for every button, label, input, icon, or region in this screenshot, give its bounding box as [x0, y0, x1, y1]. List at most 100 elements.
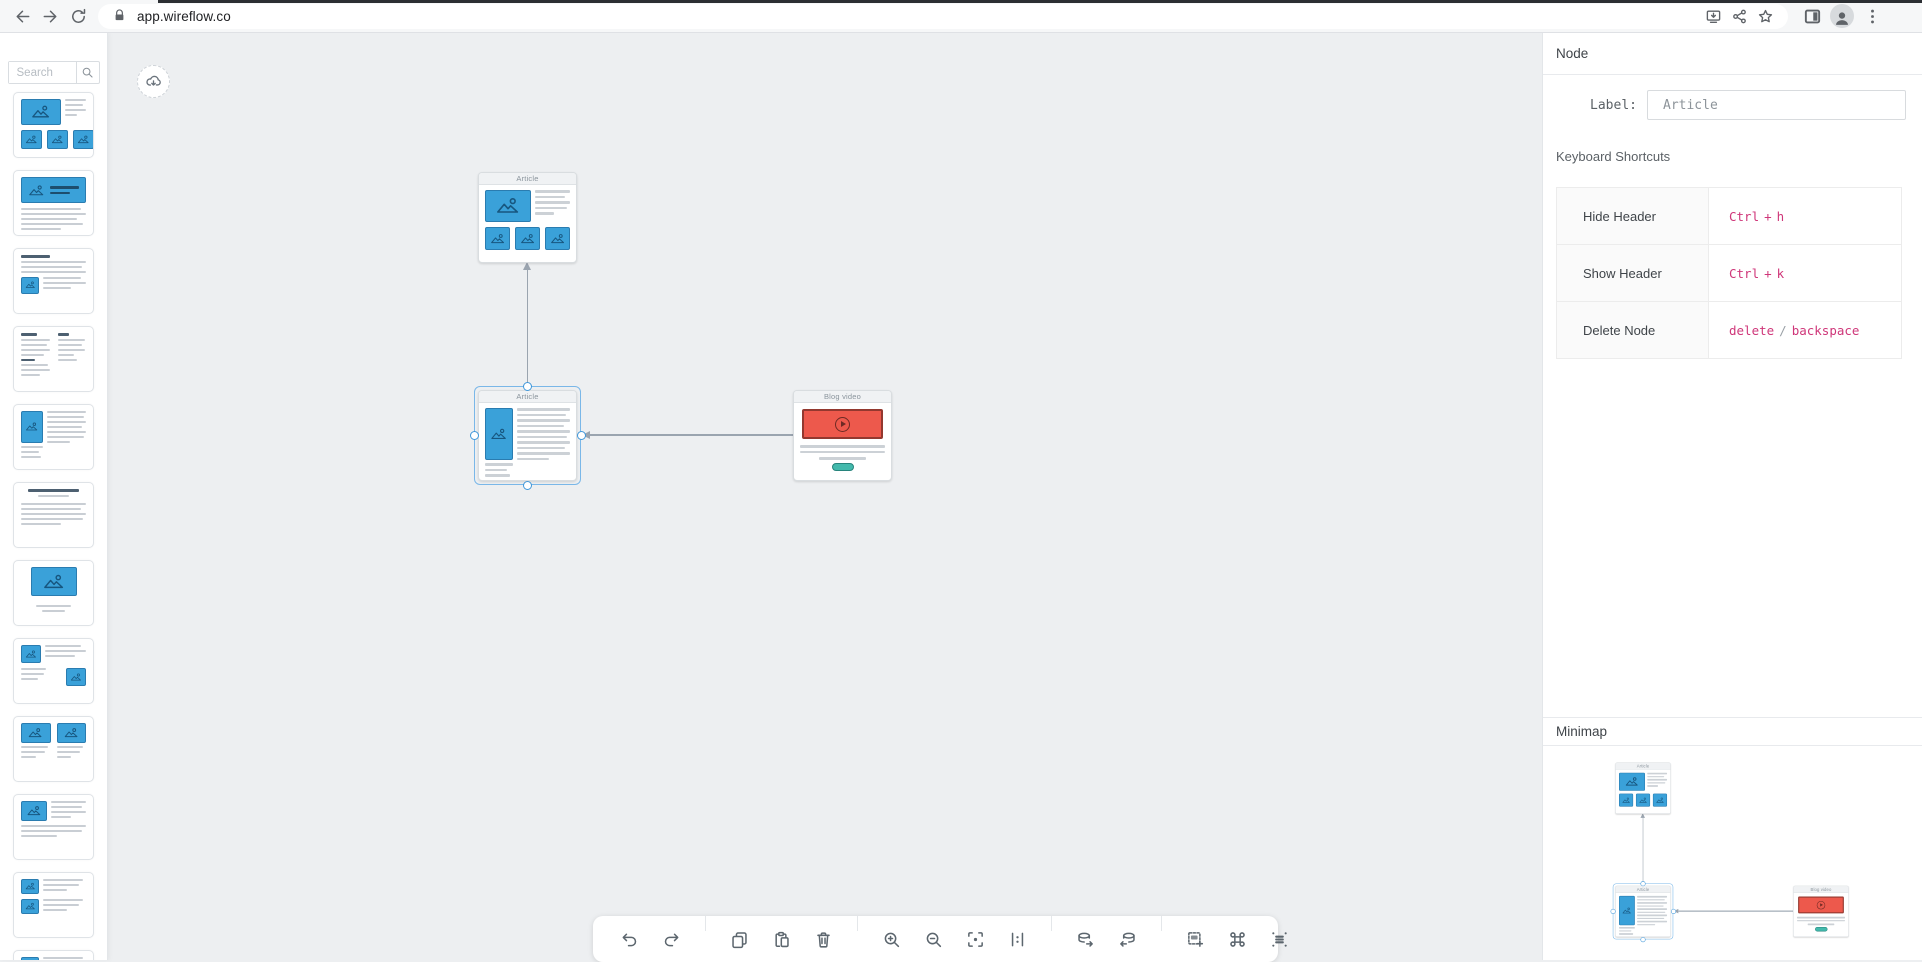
side-panel-icon[interactable]: [1798, 2, 1826, 30]
component-thumb-image-text-zigzag[interactable]: [13, 638, 94, 704]
component-thumb-image-caption[interactable]: [13, 560, 94, 626]
node-blog-video[interactable]: Blog video: [1793, 885, 1849, 938]
reload-button[interactable]: [64, 2, 92, 30]
export-button[interactable]: [1069, 923, 1102, 956]
node-article-top[interactable]: Article: [478, 172, 577, 263]
image-placeholder: [1619, 772, 1645, 791]
component-thumb-text-with-image[interactable]: [13, 248, 94, 314]
minimap[interactable]: Article Article: [1543, 746, 1922, 960]
button-placeholder: [831, 462, 854, 471]
node-body: [794, 403, 891, 476]
install-app-icon[interactable]: [1700, 3, 1726, 29]
node-article-selected[interactable]: Article: [469, 381, 586, 490]
node-label: Article: [1636, 886, 1650, 892]
bookmark-star-icon[interactable]: [1752, 3, 1778, 29]
label-field-row: Label:: [1543, 90, 1922, 121]
node-header[interactable]: Blog video: [794, 391, 891, 403]
image-placeholder: [485, 190, 531, 222]
node-header[interactable]: Article: [479, 391, 576, 403]
video-placeholder: [802, 409, 883, 439]
address-bar[interactable]: app.wireflow.co: [98, 3, 1788, 29]
node-handle-bottom[interactable]: [1640, 936, 1646, 942]
shortcut-action: Hide Header: [1557, 188, 1709, 244]
flow-canvas[interactable]: Article Article: [108, 33, 1542, 962]
component-thumb-centered-text[interactable]: [13, 482, 94, 548]
node-article-top[interactable]: Article: [1615, 762, 1671, 814]
zoom-out-button[interactable]: [917, 923, 950, 956]
node-body: [479, 403, 576, 482]
node-handle-right[interactable]: [576, 431, 586, 440]
component-thumb-media-text[interactable]: [13, 794, 94, 860]
image-placeholder: [1652, 793, 1668, 807]
profile-avatar[interactable]: [1830, 4, 1854, 28]
add-node-button[interactable]: [1179, 923, 1212, 956]
node-header[interactable]: Article: [479, 173, 576, 185]
import-button[interactable]: [1111, 923, 1144, 956]
zoom-in-button[interactable]: [875, 923, 908, 956]
duplicate-button[interactable]: [723, 923, 756, 956]
redo-button[interactable]: [655, 923, 688, 956]
auto-layout-button[interactable]: [1263, 923, 1296, 956]
node-handle-left[interactable]: [1610, 908, 1616, 914]
minimap-title: Minimap: [1543, 717, 1922, 746]
delete-button[interactable]: [807, 923, 840, 956]
node-handle-bottom[interactable]: [523, 480, 532, 490]
component-library: [0, 92, 107, 960]
edge-arrowhead-left: [1673, 908, 1679, 914]
cloud-download-button[interactable]: [137, 65, 170, 98]
image-placeholder: [485, 227, 510, 250]
play-icon: [1816, 900, 1826, 910]
edge-blogvideo-to-article[interactable]: [1678, 910, 1794, 912]
node-header[interactable]: Article: [1615, 763, 1671, 770]
shortcut-keys: Ctrl+h: [1729, 208, 1785, 224]
url-text[interactable]: app.wireflow.co: [137, 8, 231, 24]
node-header[interactable]: Article: [1615, 886, 1671, 894]
distribute-button[interactable]: [1001, 923, 1034, 956]
shortcuts-button[interactable]: [1221, 923, 1254, 956]
fit-view-button[interactable]: [959, 923, 992, 956]
node-article-selected[interactable]: Article: [1610, 880, 1676, 942]
undo-button[interactable]: [613, 923, 646, 956]
image-placeholder: [545, 227, 570, 250]
node-section-title: Node: [1543, 33, 1922, 75]
component-thumb-list-items[interactable]: [13, 872, 94, 938]
node-handle-right[interactable]: [1670, 908, 1676, 914]
node-label: Article: [516, 392, 539, 401]
node-handle-top[interactable]: [1640, 880, 1646, 886]
node-header[interactable]: Blog video: [1793, 886, 1849, 894]
component-thumb-article-gallery[interactable]: [13, 92, 94, 158]
node-label-input[interactable]: [1647, 90, 1906, 120]
node-label: Blog video: [1810, 886, 1832, 892]
search-input[interactable]: [8, 62, 76, 83]
forward-button[interactable]: [36, 2, 64, 30]
component-thumb-two-column-text[interactable]: [13, 326, 94, 392]
node-body: [1616, 893, 1671, 937]
search-icon[interactable]: [75, 62, 99, 83]
edge-article-to-article[interactable]: [1642, 817, 1644, 883]
node-blog-video[interactable]: Blog video: [793, 390, 892, 481]
edge-blogvideo-to-article[interactable]: [590, 434, 793, 436]
paste-button[interactable]: [765, 923, 798, 956]
image-placeholder: [1619, 793, 1634, 807]
component-thumb-two-cards[interactable]: [13, 716, 94, 782]
share-icon[interactable]: [1726, 3, 1752, 29]
component-search: [7, 61, 100, 84]
component-thumb-article-portrait[interactable]: [13, 404, 94, 470]
shortcut-action: Delete Node: [1557, 302, 1709, 358]
image-placeholder: [515, 227, 540, 250]
toolbar-separator: [857, 916, 858, 931]
edge-article-to-article[interactable]: [526, 269, 529, 385]
label-field-label: Label:: [1590, 98, 1637, 113]
shortcut-action: Show Header: [1557, 245, 1709, 301]
toolbar-separator: [705, 916, 706, 931]
node-handle-left[interactable]: [469, 431, 479, 440]
component-thumb-list-items[interactable]: [13, 950, 94, 960]
component-thumb-hero-banner[interactable]: [13, 170, 94, 236]
node-handle-top[interactable]: [523, 381, 532, 391]
edge-arrowhead-left: [582, 430, 590, 439]
edge-arrowhead-up: [523, 262, 531, 270]
back-button[interactable]: [8, 2, 36, 30]
window-top-edge: [158, 0, 1922, 3]
browser-menu-icon[interactable]: [1858, 2, 1886, 30]
